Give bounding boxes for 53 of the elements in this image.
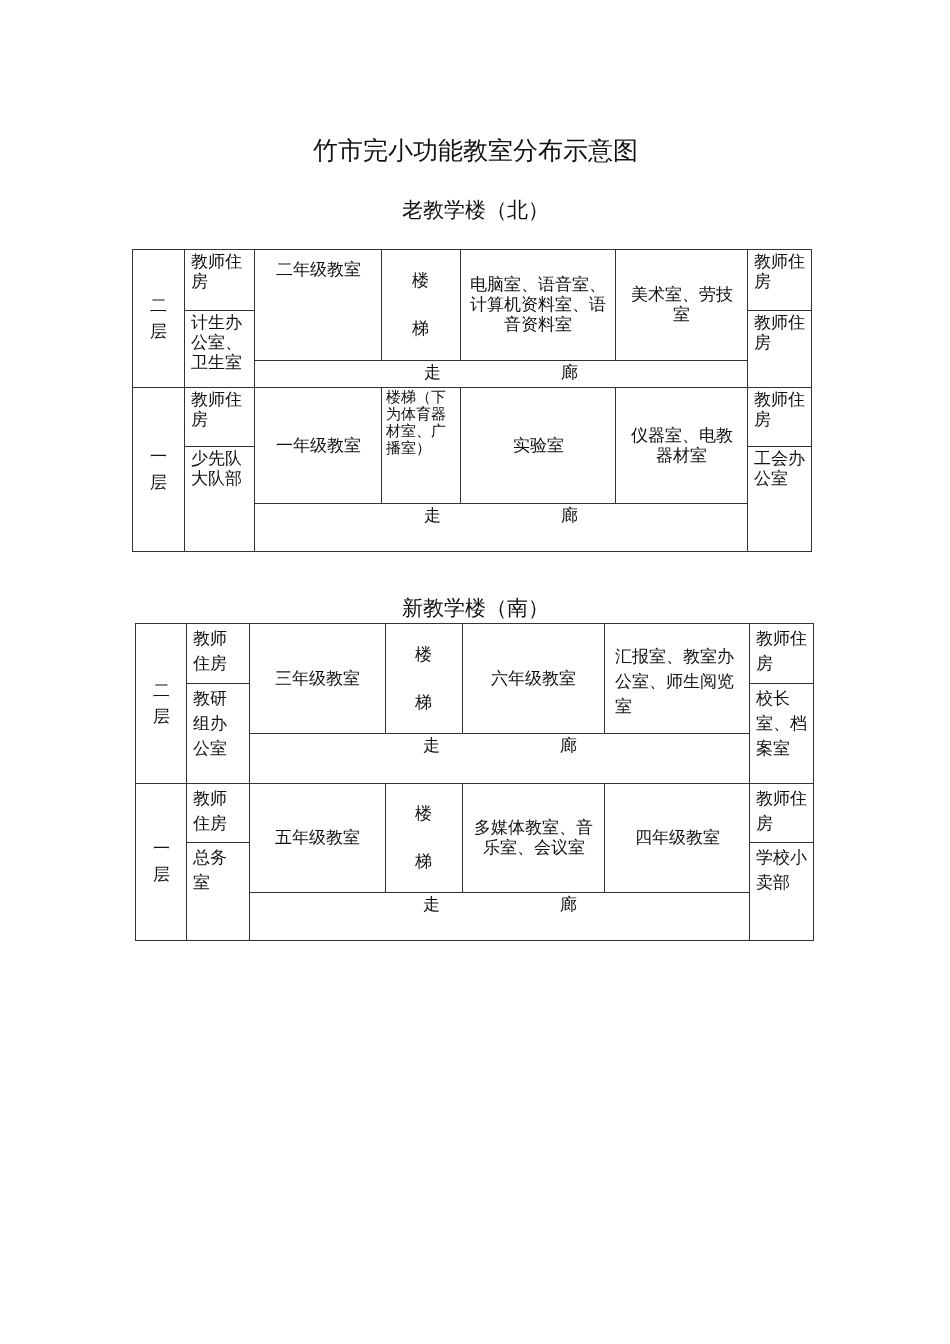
room-cell	[749, 623, 814, 684]
room-label: 教师住房	[191, 390, 243, 430]
room-label: 多媒体教室、音乐室、会议室	[473, 818, 594, 858]
room-label: 二年级教室	[275, 260, 361, 280]
floor-label: 二层	[149, 294, 168, 343]
room-label: 美术室、劳技室	[629, 285, 734, 325]
floor-label: 二层	[152, 679, 170, 728]
floor-label: 一层	[152, 838, 170, 886]
room-label: 教师住房	[193, 628, 228, 675]
room-label: 教师住房	[191, 252, 243, 292]
room-label: 学校小卖部	[756, 847, 807, 894]
room-label: 校长室、档案室	[756, 688, 807, 760]
room-label: 教师住房	[754, 313, 805, 353]
room-label: 计生办公室、卫生室	[191, 313, 243, 373]
room-label: 教师住房	[754, 390, 805, 430]
room-label: 教研组办公室	[193, 688, 228, 760]
room-label: 仪器室、电教器材室	[629, 425, 734, 466]
corridor-label: 走廊	[422, 895, 697, 915]
room-label: 楼梯	[415, 803, 433, 873]
room-label: 工会办公室	[754, 449, 805, 489]
room-label: 三年级教室	[275, 668, 360, 689]
room-cell	[747, 249, 812, 311]
corridor-label: 走廊	[424, 363, 698, 383]
room-label: 五年级教室	[275, 828, 360, 848]
floor-cell	[132, 387, 185, 552]
corridor-label: 走廊	[422, 736, 697, 756]
room-label: 楼梯	[412, 270, 430, 340]
floor-cell	[135, 623, 187, 784]
floor-label: 一层	[149, 445, 168, 494]
room-label: 教师住房	[756, 788, 807, 835]
room-label: 汇报室、教室办公室、师生阅览室	[615, 646, 735, 718]
room-label: 教师住房	[754, 252, 805, 292]
room-label: 六年级教室	[491, 668, 576, 689]
room-cell	[747, 446, 812, 552]
corridor-cell	[254, 503, 748, 552]
room-label: 四年级教室	[634, 828, 720, 848]
floor-cell	[132, 249, 185, 388]
room-label: 教师住房	[756, 628, 807, 675]
corridor-cell	[249, 892, 750, 941]
room-label: 楼梯	[415, 643, 433, 714]
room-label: 实验室	[512, 435, 564, 456]
room-label: 教师住房	[193, 788, 228, 835]
building-heading: 新教学楼（南）	[401, 596, 549, 620]
room-cell	[749, 842, 814, 941]
room-label: 总务室	[193, 847, 228, 894]
room-label: 楼梯（下为体育器材室、广播室）	[386, 389, 447, 457]
page-title: 竹市完小功能教室分布示意图	[312, 137, 638, 164]
floor-cell	[135, 783, 187, 941]
room-label: 少先队大队部	[191, 449, 243, 489]
room-label: 一年级教室	[275, 435, 361, 456]
room-label: 电脑室、语音室、计算机资料室、语音资料室	[469, 275, 607, 335]
building-heading: 老教学楼（北）	[401, 198, 549, 222]
corridor-label: 走廊	[424, 506, 698, 526]
